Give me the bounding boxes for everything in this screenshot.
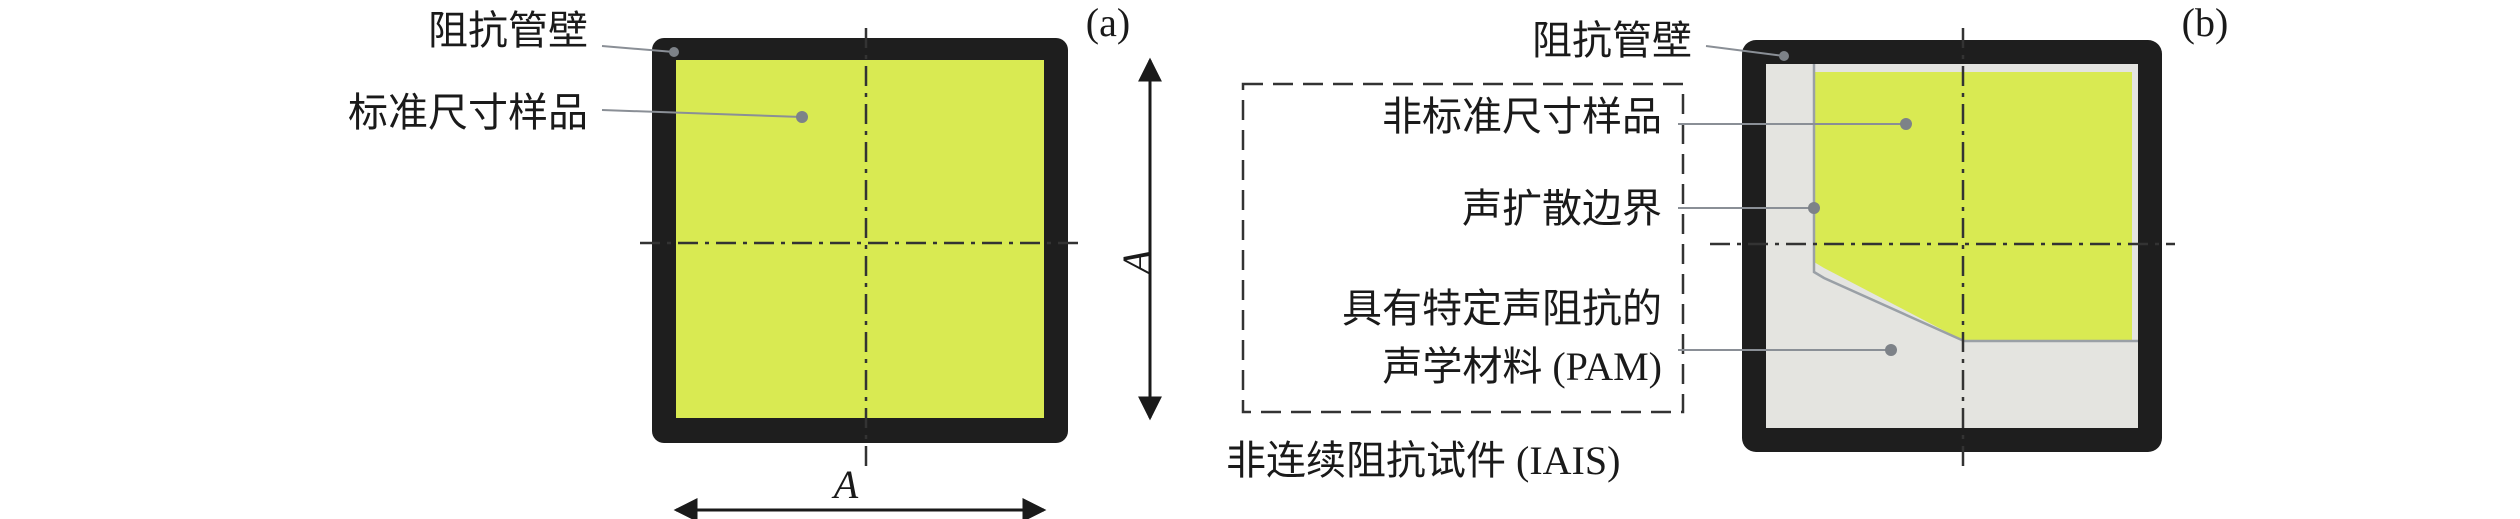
panel-a-sample-leader — [601, 109, 803, 118]
panel-b-wall-label: 阻抗管壁 — [1532, 18, 1692, 63]
panel-a-vertical-dimension-label: A — [1114, 249, 1159, 277]
panel-b: (b) 阻抗管壁 非标准尺寸样品 声扩散边界 具有特定声阻抗的 声学材料 (PA… — [1226, 0, 2228, 483]
panel-b-legend-dashed-box — [1241, 82, 1685, 414]
panel-b-sample-dot — [1900, 118, 1912, 130]
panel-a-wall-label: 阻抗管壁 — [428, 8, 588, 53]
panel-a-sample-label: 标准尺寸样品 — [348, 90, 588, 135]
panel-b-nonstandard-sample — [1814, 72, 2132, 341]
panel-a: A A (a) 阻抗管壁 标准尺寸样品 — [348, 0, 1162, 519]
panel-a-wall-leader — [601, 45, 675, 53]
panel-a-tag: (a) — [1086, 0, 1130, 45]
panel-b-iais-caption: 非连续阻抗试件 (IAIS) — [1226, 438, 1620, 483]
panel-b-pam-label-line2: 声学材料 (PAM) — [1382, 344, 1662, 389]
panel-b-pam-label-line1: 具有特定声阻抗的 — [1342, 286, 1662, 331]
panel-a-sample-dot — [796, 111, 808, 123]
panel-a-wall-dot — [669, 47, 679, 57]
panel-b-sample-label: 非标准尺寸样品 — [1382, 94, 1662, 139]
panel-b-wall-leader — [1705, 45, 1785, 57]
panel-a-horizontal-dimension-label: A — [831, 462, 859, 507]
panel-b-pam-dot — [1885, 344, 1897, 356]
panel-a-standard-sample — [676, 60, 1044, 418]
panel-b-tag: (b) — [2182, 0, 2229, 45]
panel-b-boundary-dot — [1808, 202, 1820, 214]
panel-b-wall-dot — [1779, 51, 1789, 61]
panel-b-boundary-label: 声扩散边界 — [1462, 186, 1662, 231]
